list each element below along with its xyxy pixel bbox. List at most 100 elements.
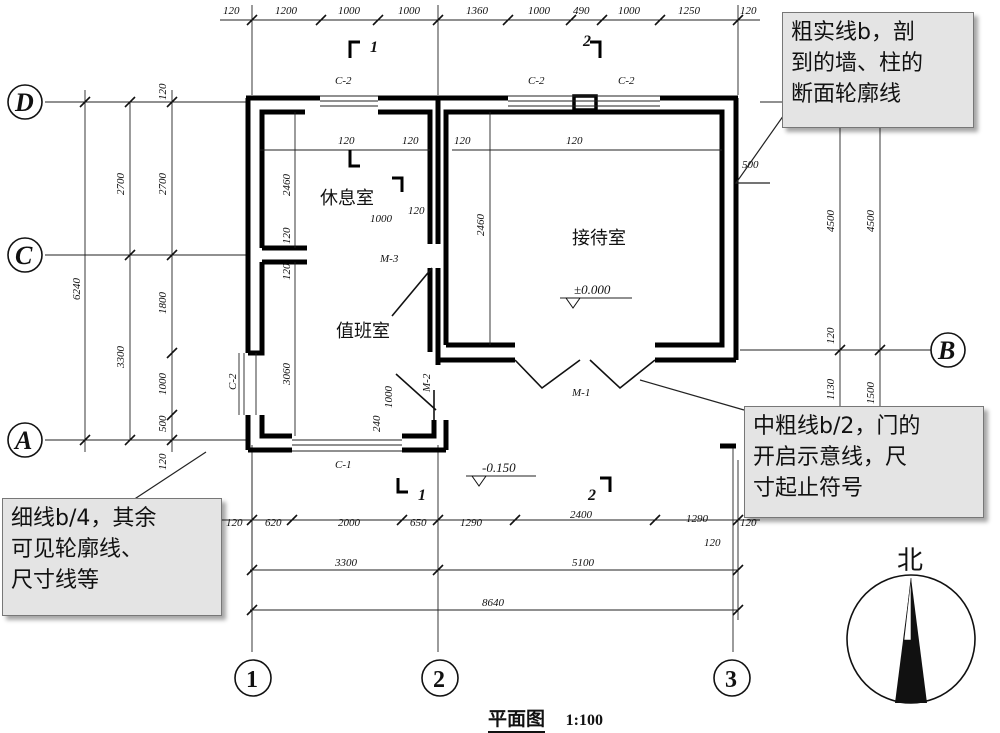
dim-top-3: 1000 [398, 5, 421, 17]
dim-right-misc: 500 [742, 159, 759, 171]
drawing-title: 平面图 1:100 [488, 704, 603, 733]
label-window-c2-a: C-2 [335, 75, 352, 87]
dims-top: 120 1200 1000 1000 1360 1000 490 1000 12… [223, 5, 757, 17]
label-door-m1: M-1 [571, 387, 590, 399]
dim-right-inner-1: 120 [825, 327, 837, 344]
label-window-c2-left: C-2 [227, 373, 239, 390]
section-label-1-top: 1 [370, 39, 378, 56]
dim-left-mid-0: 2700 [115, 173, 127, 196]
dim-bottom-axis-1: 3300 [334, 557, 358, 569]
dim-left-outer-0: 120 [157, 83, 169, 100]
dim-bottom-axis-2: 5100 [572, 557, 595, 569]
axis-label-3: 3 [725, 667, 737, 693]
dim-top-6: 490 [573, 5, 590, 17]
dim-bottom-4: 1290 [460, 517, 483, 529]
room-lounge: 休息室 [320, 188, 374, 209]
callout-medium-line-3: 寸起止符号 [753, 476, 864, 501]
dim-right-inner-2: 1130 [825, 378, 837, 400]
dim-left-inner-0: 2700 [157, 173, 169, 196]
dim-bottom-3: 650 [410, 517, 427, 529]
dim-bottom-5: 2400 [570, 509, 593, 521]
dim-int-m2-off: 240 [371, 415, 383, 432]
dim-right-inner-3: 1500 [865, 382, 877, 405]
callout-thin-line: 细线b/4，其余 可见轮廓线、 尺寸线等 [2, 498, 222, 616]
dim-top-7: 1000 [618, 5, 641, 17]
room-duty: 值班室 [336, 321, 390, 342]
dim-top-4: 1360 [466, 5, 489, 17]
dim-int-reception-h: 2460 [475, 214, 487, 237]
dim-left-inner-1: 1800 [157, 292, 169, 315]
dim-top-5: 1000 [528, 5, 551, 17]
callout-thin-line-1: 细线b/4，其余 [11, 506, 157, 531]
label-window-c2-c: C-2 [618, 75, 635, 87]
dim-bottom-0: 120 [226, 517, 243, 529]
callout-thin-line-3: 尺寸线等 [11, 568, 100, 593]
dim-int-lounge-h: 2460 [281, 174, 293, 197]
dims-interior: 120 120 120 120 2460 2460 1000 120 120 1… [281, 135, 583, 432]
callout-thick-line: 粗实线b，剖 到的墙、柱的 断面轮廓线 [782, 12, 974, 128]
dim-int-m3-wall: 120 [408, 205, 425, 217]
room-reception: 接待室 [572, 228, 626, 249]
callout-leaders [129, 111, 787, 503]
level-outside: -0.150 [482, 460, 516, 475]
dim-left-inner-3: 500 [157, 415, 169, 432]
dim-top-9: 120 [740, 5, 757, 17]
callout-thin-line-2: 可见轮廓线、 [11, 537, 144, 562]
dim-int-m2-w: 1000 [383, 386, 395, 409]
dim-int-m3-w: 1000 [370, 213, 393, 225]
dim-left-outer-2: 120 [157, 453, 169, 470]
label-door-m3: M-3 [379, 253, 399, 265]
axis-label-1: 1 [246, 667, 258, 693]
north-arrow-icon [846, 574, 976, 704]
callout-medium-line: 中粗线b/2，门的 开启示意线，尺 寸起止符号 [744, 406, 984, 518]
dims-bottom: 120 620 2000 650 1290 2400 1290 120 120 … [226, 509, 757, 609]
dims-right: 4500 120 1130 4500 1500 500 [742, 159, 877, 404]
section-label-2-top: 2 [582, 33, 591, 50]
drawing-title-name: 平面图 [488, 708, 546, 733]
section-label-1-bottom: 1 [418, 487, 426, 504]
callout-medium-line-2: 开启示意线，尺 [753, 445, 908, 470]
dim-top-1: 1200 [275, 5, 298, 17]
label-door-m2: M-2 [421, 373, 433, 393]
section-marks [348, 40, 612, 494]
dim-left-outer-1: 6240 [71, 278, 83, 301]
door-swings [391, 267, 656, 420]
dim-int-duty-h: 3060 [281, 363, 293, 387]
walls-cut-section [245, 94, 739, 453]
axis-bubbles [7, 84, 966, 697]
callout-thick-line-1: 粗实线b，剖 [791, 20, 915, 45]
dim-bottom-2: 2000 [338, 517, 361, 529]
dim-bottom-extra: 120 [704, 537, 721, 549]
dim-bottom-total: 8640 [482, 597, 505, 609]
axis-label-c: C [15, 241, 33, 270]
dim-top-2: 1000 [338, 5, 361, 17]
dim-right-inner-0: 4500 [825, 210, 837, 233]
dimension-ticks [79, 14, 886, 616]
dim-int-lounge-left: 120 [338, 135, 355, 147]
axis-label-a: A [13, 426, 32, 455]
axis-label-d: D [14, 88, 34, 117]
dim-bottom-7: 120 [740, 517, 757, 529]
north-label: 北 [897, 546, 924, 576]
dim-int-reception-left: 120 [454, 135, 471, 147]
drawing-scale: 1:100 [565, 712, 603, 729]
axis-label-b: B [937, 336, 955, 365]
dim-left-mid-1: 3300 [115, 346, 127, 370]
dim-left-inner-2: 1000 [157, 373, 169, 396]
dim-top-0: 120 [223, 5, 240, 17]
label-window-c2-b: C-2 [528, 75, 545, 87]
dim-int-wall-c: 120 [281, 227, 293, 244]
label-window-c1: C-1 [335, 459, 352, 471]
callout-thick-line-2: 到的墙、柱的 [791, 51, 924, 76]
dim-right-outer: 4500 [865, 210, 877, 233]
level-floor: ±0.000 [574, 282, 611, 297]
windows [238, 95, 660, 452]
section-label-2-bottom: 2 [587, 487, 596, 504]
dim-bottom-1: 620 [265, 517, 282, 529]
dim-int-lounge-right: 120 [402, 135, 419, 147]
callout-thick-line-3: 断面轮廓线 [791, 82, 902, 107]
dim-bottom-6: 1290 [686, 513, 709, 525]
dim-int-reception-mid: 120 [566, 135, 583, 147]
dim-int-wall-b: 120 [281, 263, 293, 280]
